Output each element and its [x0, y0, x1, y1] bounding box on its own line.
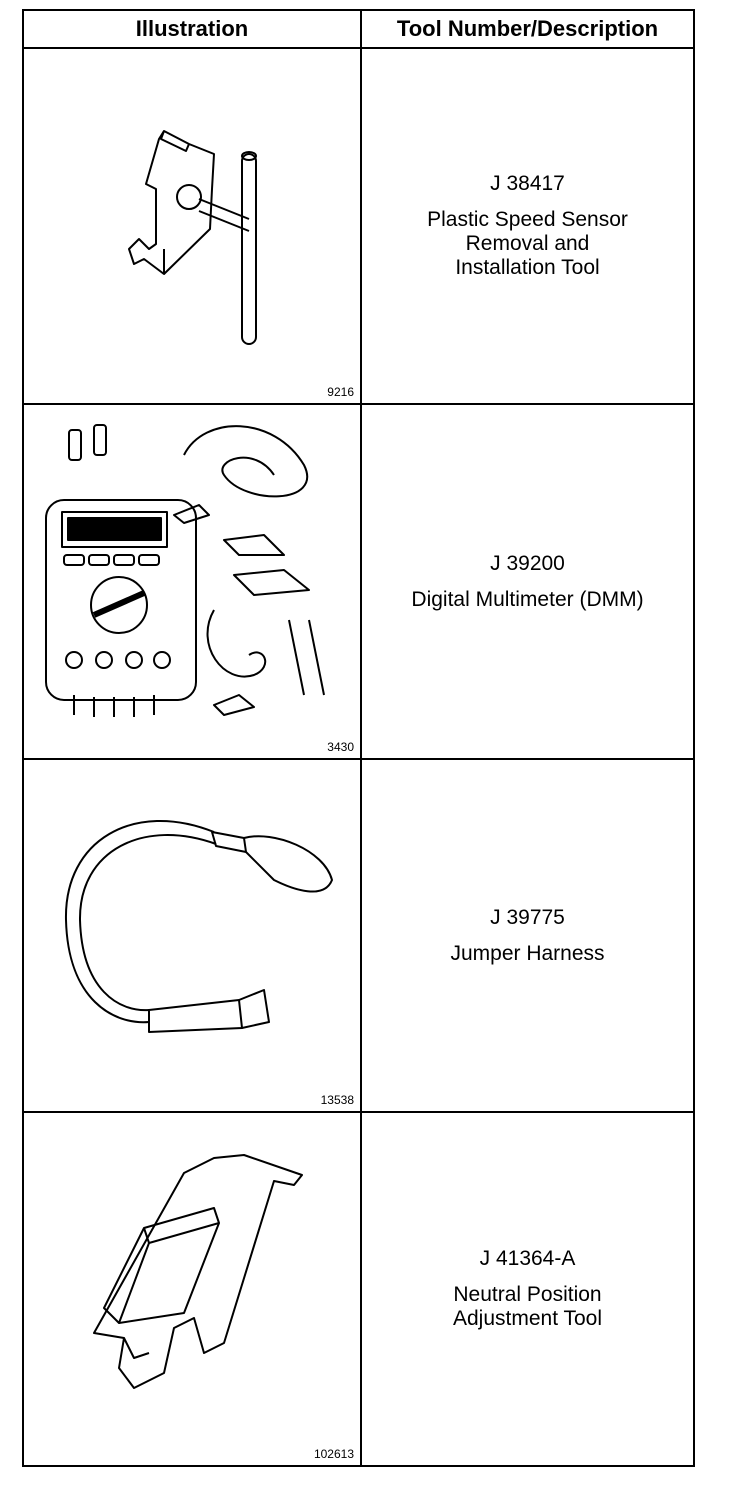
figure-number: 13538	[320, 1093, 354, 1107]
speed-sensor-tool-icon: 9216	[24, 49, 360, 403]
header-illustration: Illustration	[135, 16, 249, 41]
figure-number: 3430	[327, 740, 354, 754]
tool-description-line: Neutral Position	[453, 1283, 602, 1306]
tool-number: J 41364-A	[479, 1247, 576, 1270]
tool-description-line: Installation Tool	[455, 256, 600, 279]
tool-description-line: Plastic Speed Sensor	[427, 208, 628, 231]
column-divider	[360, 11, 362, 1465]
neutral-position-tool-icon: 102613	[24, 1113, 360, 1465]
table-header: Illustration Tool Number/Description	[24, 11, 693, 49]
header-tool-description: Tool Number/Description	[396, 16, 659, 41]
tool-description-line: Jumper Harness	[450, 941, 605, 965]
table-row: 3430 J 39200 Digital Multimeter (DMM)	[24, 405, 693, 760]
tool-number: J 39775	[490, 905, 565, 929]
jumper-harness-icon: 13538	[24, 760, 360, 1111]
tool-description: J 39200 Digital Multimeter (DMM)	[362, 405, 693, 758]
table-row: 102613 J 41364-A Neutral Position Adjust…	[24, 1113, 693, 1465]
figure-number: 102613	[313, 1447, 354, 1461]
tool-description: J 41364-A Neutral Position Adjustment To…	[362, 1113, 693, 1465]
tool-description-line: Digital Multimeter (DMM)	[411, 587, 644, 611]
tool-description-line: Removal and	[465, 232, 590, 255]
tool-number: J 39200	[490, 551, 565, 575]
tool-description-line: Adjustment Tool	[452, 1307, 603, 1330]
tool-description: J 38417 Plastic Speed Sensor Removal and…	[362, 49, 693, 403]
tool-description: J 39775 Jumper Harness	[362, 760, 693, 1111]
figure-number: 9216	[327, 385, 354, 399]
table-row: 13538 J 39775 Jumper Harness	[24, 760, 693, 1113]
multimeter-icon: 3430	[24, 405, 360, 758]
tool-number: J 38417	[490, 172, 565, 195]
tool-table: Illustration Tool Number/Description 921…	[22, 9, 695, 1467]
table-row: 9216 J 38417 Plastic Speed Sensor Remova…	[24, 49, 693, 405]
